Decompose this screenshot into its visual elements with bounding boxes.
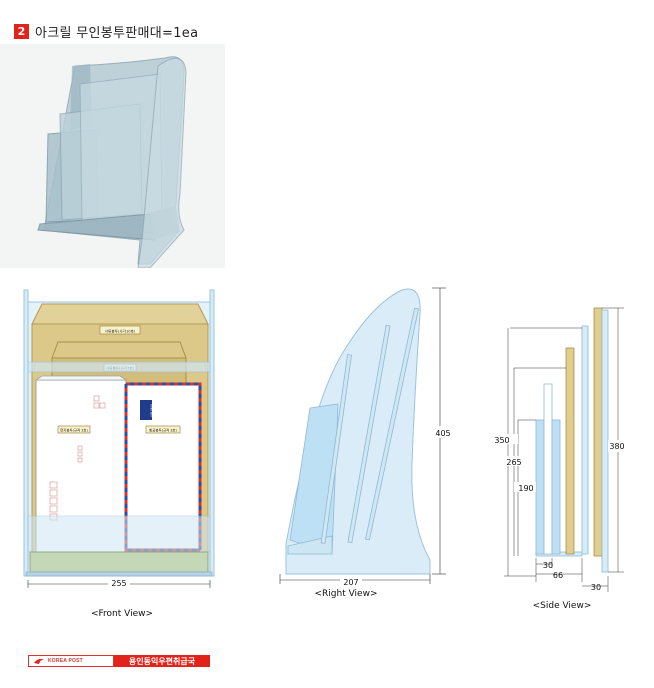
right-view-drawing: 207 405: [279, 287, 454, 587]
side-view-caption: <Side View>: [532, 601, 592, 611]
envelope-label-large-text: 서류봉투(사각10호): [105, 329, 136, 334]
product-3d-render: [0, 44, 225, 268]
side-dim-66: 66: [553, 571, 563, 580]
footer-brand: KOREA POST: [48, 658, 83, 664]
section-number-badge: 2: [14, 23, 29, 39]
airmail-stamp-text: AIR MAIL: [150, 403, 154, 417]
right-width-dimension: 207: [343, 578, 358, 587]
side-view-drawing: 350 265 190 30 66 30 380: [494, 307, 628, 592]
korea-post-logo-icon: [34, 658, 44, 664]
footer-banner: KOREA POST 용인동익우편취급국: [28, 655, 210, 667]
side-dim-265: 265: [506, 458, 521, 467]
section-header: 2 아크릴 무인봉투판매대=1ea: [14, 22, 199, 41]
envelope-label-airmail-text: 항공봉투(규격 3호): [149, 428, 177, 433]
side-dim-30b: 30: [591, 583, 601, 592]
front-view-caption: <Front View>: [90, 609, 154, 619]
envelope-label-letter-text: 편지봉투(규격 3호): [60, 428, 88, 433]
right-height-dimension: 405: [435, 429, 450, 438]
side-dim-190: 190: [518, 484, 533, 493]
front-width-dimension: 255: [111, 579, 126, 588]
airmail-stamp: [140, 400, 152, 420]
right-view-caption: <Right View>: [314, 589, 378, 599]
front-view-drawing: 서류봉투(사각10호) 서류봉투(사각7호) 편지봉투(규격 3호) AIR M…: [23, 289, 215, 588]
side-dim-30a: 30: [543, 561, 553, 570]
footer-logo: KOREA POST: [28, 655, 114, 667]
section-title: 아크릴 무인봉투판매대=1ea: [35, 25, 199, 41]
envelope-label-large: [99, 325, 141, 335]
side-dim-380: 380: [609, 442, 624, 451]
side-dim-350: 350: [494, 436, 509, 445]
envelope-label-letter: [57, 425, 91, 434]
footer-office-name: 용인동익우편취급국: [114, 655, 210, 667]
envelope-label-airmail: [145, 425, 181, 434]
